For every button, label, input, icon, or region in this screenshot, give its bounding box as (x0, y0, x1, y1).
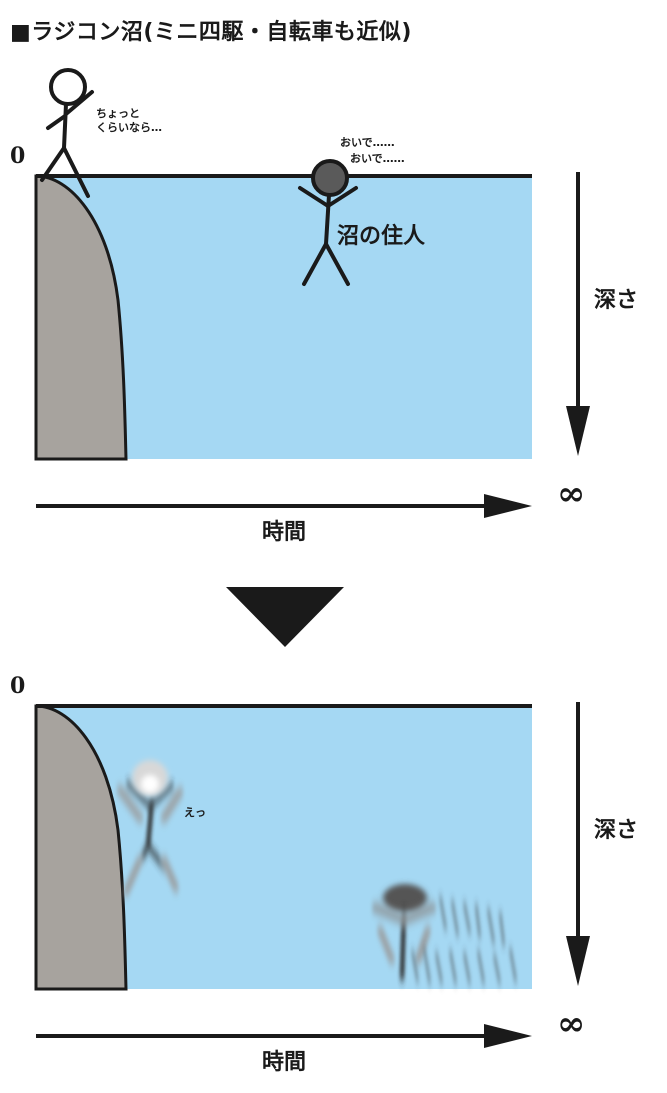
bottom-time-label: 時間 (262, 1050, 307, 1075)
sinking-climber-figure (116, 760, 184, 896)
top-time-label: 時間 (262, 520, 307, 545)
climber-speech-line2: くらいなら… (96, 121, 162, 134)
cliff-bottom (34, 704, 128, 991)
depth-arrowhead-top (566, 406, 590, 456)
bottom-panel (34, 702, 590, 1048)
surprise-speech: えっ (184, 806, 206, 819)
resident-call-line1: おいで…… (340, 136, 395, 149)
bottom-zero-label: 0 (10, 673, 26, 699)
transition-triangle (226, 587, 344, 647)
bottom-infinity-label: ∞ (557, 1004, 586, 1044)
submerged-resident-figure (371, 884, 518, 985)
swamp-resident-figure (298, 159, 358, 286)
depth-arrowhead-bottom (566, 936, 590, 986)
cliff-top (34, 174, 128, 461)
resident-label: 沼の住人 (337, 224, 426, 249)
top-infinity-label: ∞ (557, 474, 586, 514)
bottom-depth-label: 深さ (594, 818, 639, 843)
time-arrowhead-bottom (484, 1024, 532, 1048)
resident-call-line2: おいで…… (350, 152, 405, 165)
climber-figure (40, 68, 94, 198)
time-arrowhead-top (484, 494, 532, 518)
climber-speech: ちょっと くらいなら… (96, 107, 162, 135)
top-panel (34, 68, 590, 518)
top-zero-label: 0 (10, 143, 26, 169)
top-depth-label: 深さ (594, 288, 639, 313)
diagram-title: ■ラジコン沼(ミニ四駆・自転車も近似) (10, 20, 412, 45)
climber-speech-line1: ちょっと (96, 107, 140, 120)
